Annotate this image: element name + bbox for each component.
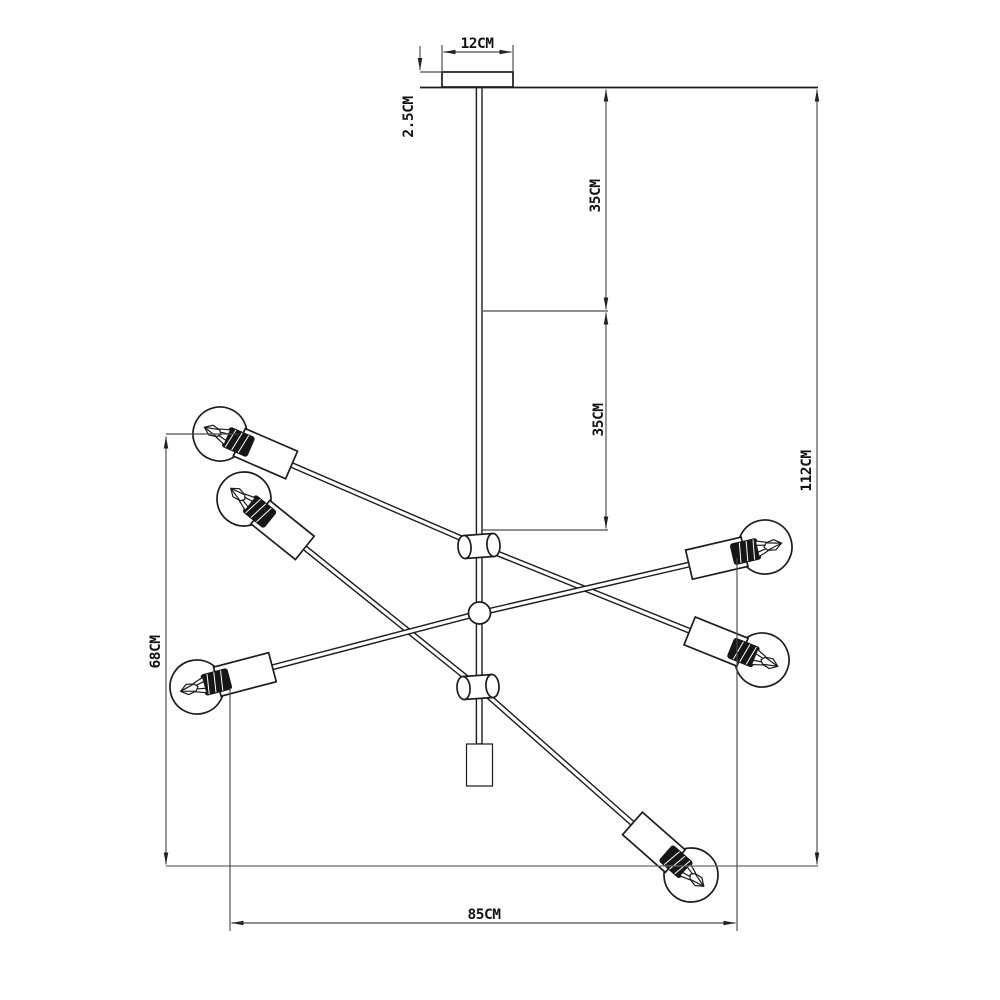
dim-label-overall-height: 112CM [799, 450, 815, 492]
light-bulb-bottom-left [163, 640, 281, 721]
dim-label-fixture-height: 68CM [148, 635, 164, 669]
dim-label-canopy-width: 12CM [461, 36, 495, 52]
dim-label-lower-rod: 35CM [591, 403, 607, 437]
dimensions: 12CM 2.5CM 35CM 35CM 112CM [148, 36, 820, 931]
dim-label-upper-rod: 35CM [588, 179, 604, 213]
pivot-cylinder-lower [455, 673, 501, 701]
dim-label-fixture-width: 85CM [468, 907, 502, 923]
pivot-ball-joint [467, 601, 492, 625]
dim-overall-height: 112CM [799, 89, 820, 865]
fixture [163, 71, 818, 914]
ceiling-canopy [441, 71, 514, 88]
light-bulb-mid-right [678, 605, 798, 696]
dim-lower-rod: 35CM [481, 312, 609, 531]
dim-canopy-width: 12CM [441, 36, 514, 71]
dim-upper-rod: 35CM [483, 89, 609, 312]
dim-fixture-width: 85CM [229, 558, 738, 931]
rod-end-cap [465, 743, 494, 787]
light-bulb-mid-left [205, 460, 323, 570]
light-bulb-top-right [682, 513, 799, 592]
dim-canopy-height: 2.5CM [401, 46, 443, 138]
dim-fixture-height: 68CM [148, 433, 238, 865]
dim-label-canopy-height: 2.5CM [401, 96, 417, 138]
pivot-cylinder-upper [456, 532, 502, 560]
center-rod [475, 86, 483, 745]
